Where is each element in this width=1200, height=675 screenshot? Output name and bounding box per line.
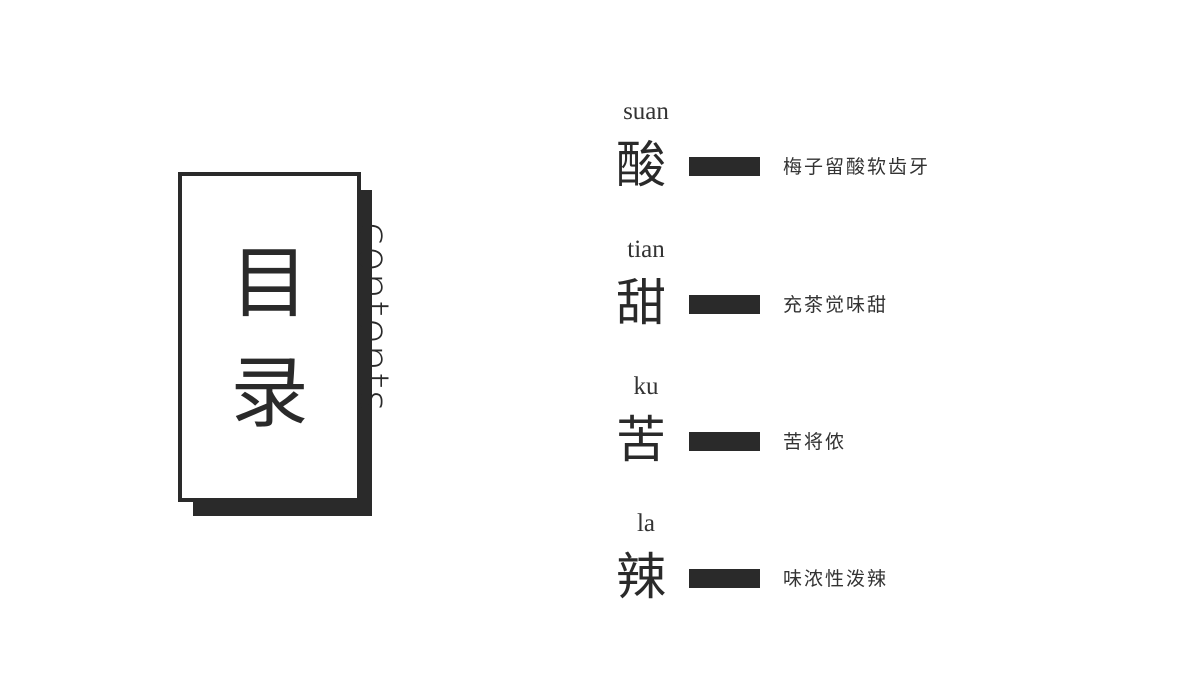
- toc-item: suan 酸 梅子留酸软齿牙: [600, 97, 1100, 227]
- item-bar: [689, 157, 760, 176]
- item-hanzi: 酸: [616, 136, 666, 194]
- toc-item: ku 苦 苦将侬: [600, 372, 1100, 502]
- toc-item: la 辣 味浓性泼辣: [600, 509, 1100, 639]
- toc-item: tian 甜 充茶觉味甜: [600, 235, 1100, 365]
- item-description: 充茶觉味甜: [783, 294, 889, 316]
- item-bar: [689, 569, 760, 588]
- item-bar: [689, 432, 760, 451]
- item-hanzi: 辣: [616, 548, 666, 606]
- item-description: 苦将侬: [783, 431, 847, 453]
- item-pinyin: la: [636, 510, 656, 537]
- item-hanzi: 苦: [616, 411, 666, 469]
- item-pinyin: tian: [627, 236, 665, 263]
- title-char-2: 录: [230, 349, 309, 439]
- item-pinyin: suan: [623, 98, 669, 125]
- title-card: 目 录: [178, 172, 361, 502]
- item-description: 梅子留酸软齿牙: [783, 156, 931, 178]
- item-pinyin: ku: [633, 373, 659, 400]
- item-bar: [689, 295, 760, 314]
- contents-label-wrap: contents: [349, 222, 398, 482]
- contents-label: contents: [349, 222, 398, 413]
- item-hanzi: 甜: [616, 274, 666, 332]
- title-char-1: 目: [230, 239, 309, 329]
- item-description: 味浓性泼辣: [783, 568, 889, 590]
